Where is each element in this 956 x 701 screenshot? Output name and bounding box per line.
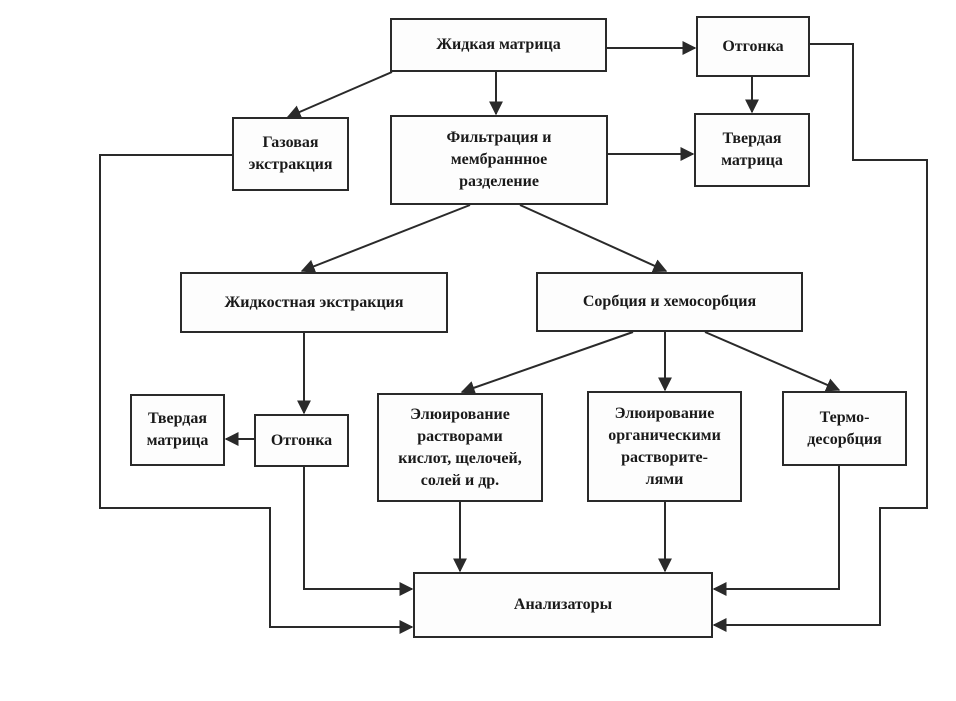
arrow-sorption-to-thermodesorption: [704, 331, 841, 392]
arrow-filtration-to-sorption: [519, 204, 668, 273]
solid-matrix-left-box: Твердая матрица: [130, 394, 225, 466]
gas-extraction-box: Газовая экстракция: [232, 117, 349, 191]
distillation-bottom-box: Отгонка: [254, 414, 349, 467]
sorption-box: Сорбция и хемосорбция: [536, 272, 803, 332]
thermodesorption-box: Термо- десорбция: [782, 391, 907, 466]
elution-acids-box: Элюирование растворами кислот, щелочей, …: [377, 393, 543, 502]
arrow-sorption-to-elution-acids: [460, 331, 634, 395]
liquid-extraction-box: Жидкостная экстракция: [180, 272, 448, 333]
arrow-distillation-top-to-analyzers: [712, 43, 928, 632]
filtration-box: Фильтрация и мембраннное разделение: [390, 115, 608, 205]
liquid-matrix-box: Жидкая матрица: [390, 18, 607, 72]
arrow-liquid-to-gas-extraction: [286, 71, 393, 119]
solid-matrix-top-box: Твердая матрица: [694, 113, 810, 187]
arrow-distillation-to-analyzers: [303, 467, 414, 596]
arrow-gas-extraction-to-analyzers: [99, 154, 414, 634]
distillation-top-box: Отгонка: [696, 16, 810, 77]
elution-organic-box: Элюирование органическими растворите- ля…: [587, 391, 742, 502]
arrow-filtration-to-liquid-extraction: [300, 204, 471, 273]
analyzers-box: Анализаторы: [413, 572, 713, 638]
arrow-thermodesorption-to-analyzers: [712, 466, 840, 596]
